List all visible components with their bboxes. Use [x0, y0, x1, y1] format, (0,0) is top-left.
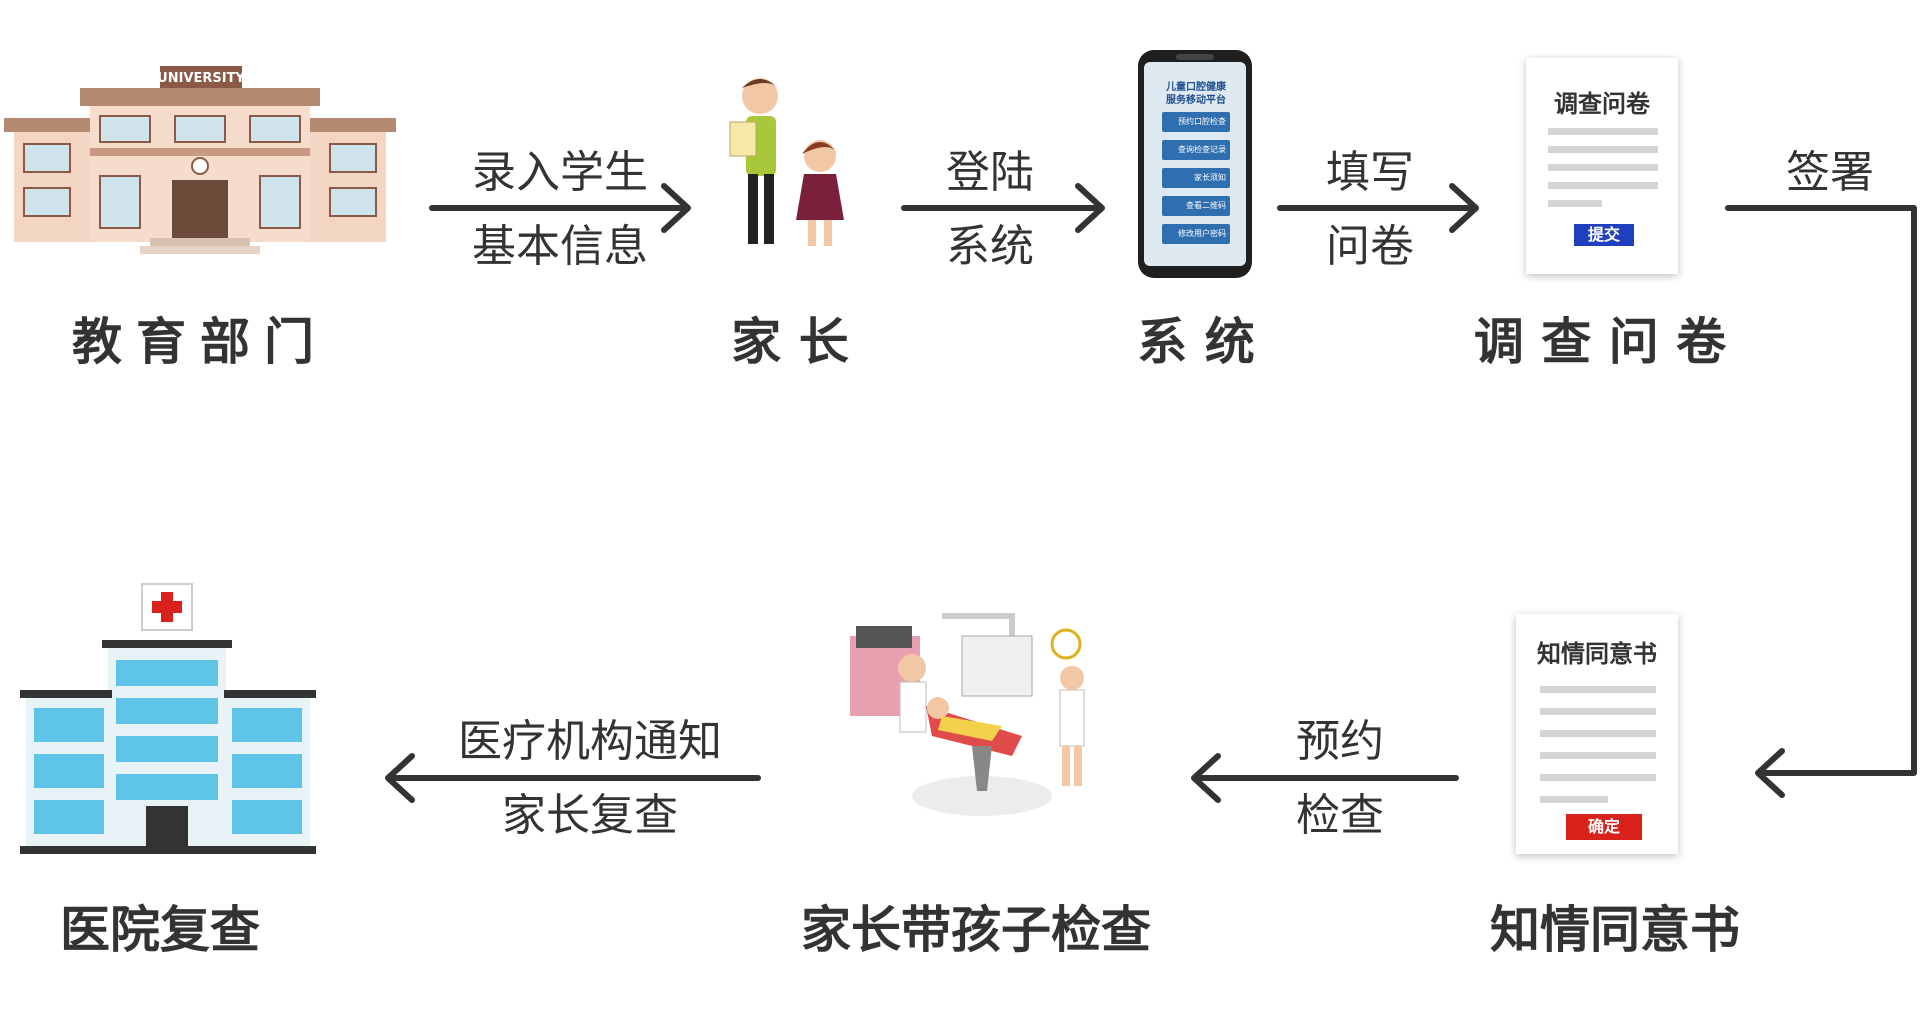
doc-line — [1540, 686, 1656, 693]
school-building-icon: UNIVERSITY — [4, 66, 396, 254]
dental-checkup-icon — [850, 613, 1085, 816]
parent-child-icon — [729, 78, 844, 246]
doc-line — [1548, 182, 1658, 189]
submit-button: 提交 — [1574, 224, 1634, 246]
confirm-button: 确定 — [1566, 814, 1642, 840]
phone-menu-item: 查看二维码 — [1162, 196, 1230, 216]
arrow-corner-sign — [1725, 205, 1917, 798]
phone-menu-item: 修改用户密码 — [1162, 224, 1230, 244]
edge-label-enter-info: 录入学生 基本信息 — [440, 136, 680, 284]
edge-label-line: 录入学生 — [472, 147, 648, 198]
phone-menu-item: 预约口腔检查 — [1162, 112, 1230, 132]
edge-label-line: 签署 — [1786, 147, 1874, 198]
arrow-left-5 — [1191, 753, 1459, 803]
edge-label-line: 预约 — [1296, 716, 1384, 767]
survey-doc-title: 调查问卷 — [1554, 90, 1650, 118]
node-consent: 知情同意书 — [1490, 901, 1740, 959]
edge-label-notify: 医疗机构通知 家长复查 — [430, 705, 750, 853]
edge-label-fill-survey: 填写 问卷 — [1300, 136, 1440, 284]
doc-line — [1548, 164, 1658, 171]
node-checkup: 家长带孩子检查 — [801, 901, 1151, 959]
phone-menu-item: 查询检查记录 — [1162, 140, 1230, 160]
edge-label-line: 家长复查 — [502, 790, 678, 841]
edge-label-line: 填写 — [1326, 147, 1414, 198]
phone-app-title-2: 服务移动平台 — [1166, 95, 1226, 106]
node-system: 系 统 — [1137, 313, 1255, 371]
phone-menu-item: 家长须知 — [1162, 168, 1230, 188]
arrow-right-2 — [901, 183, 1105, 233]
edge-label-line: 问卷 — [1326, 221, 1414, 272]
consent-document-icon: 知情同意书 确定 — [1516, 614, 1678, 854]
doc-line — [1540, 796, 1608, 803]
edge-label-line: 检查 — [1296, 790, 1384, 841]
node-parent: 家 长 — [731, 313, 849, 371]
doc-line — [1540, 774, 1656, 781]
doc-line — [1540, 708, 1656, 715]
edge-label-line: 基本信息 — [472, 221, 648, 272]
arrow-right-1 — [429, 183, 691, 233]
mobile-phone-icon: 儿童口腔健康 服务移动平台 预约口腔检查 查询检查记录 家长须知 查看二维码 修… — [1136, 48, 1254, 280]
node-survey: 调 查 问 卷 — [1473, 313, 1727, 371]
hospital-building-icon — [20, 583, 316, 854]
edge-label-line: 医疗机构通知 — [458, 716, 722, 767]
doc-line — [1548, 146, 1658, 153]
arrow-right-3 — [1277, 183, 1479, 233]
edge-label-line: 登陆 — [946, 147, 1034, 198]
doc-line — [1540, 730, 1656, 737]
edge-label-appointment: 预约 检查 — [1270, 705, 1410, 853]
consent-doc-title: 知情同意书 — [1537, 640, 1657, 668]
doc-line — [1540, 752, 1656, 759]
arrow-left-6 — [385, 753, 761, 803]
doc-line — [1548, 200, 1602, 207]
node-edu-dept: 教育部门 — [72, 313, 328, 371]
edge-label-sign: 签署 — [1760, 136, 1900, 210]
doc-line — [1548, 128, 1658, 135]
edge-label-login: 登陆 系统 — [920, 136, 1060, 284]
school-sign-text: UNIVERSITY — [157, 71, 245, 86]
phone-app-title-1: 儿童口腔健康 — [1166, 82, 1226, 93]
node-hospital: 医院复查 — [60, 901, 260, 959]
edge-label-line: 系统 — [946, 221, 1034, 272]
survey-document-icon: 调查问卷 提交 — [1526, 58, 1678, 274]
